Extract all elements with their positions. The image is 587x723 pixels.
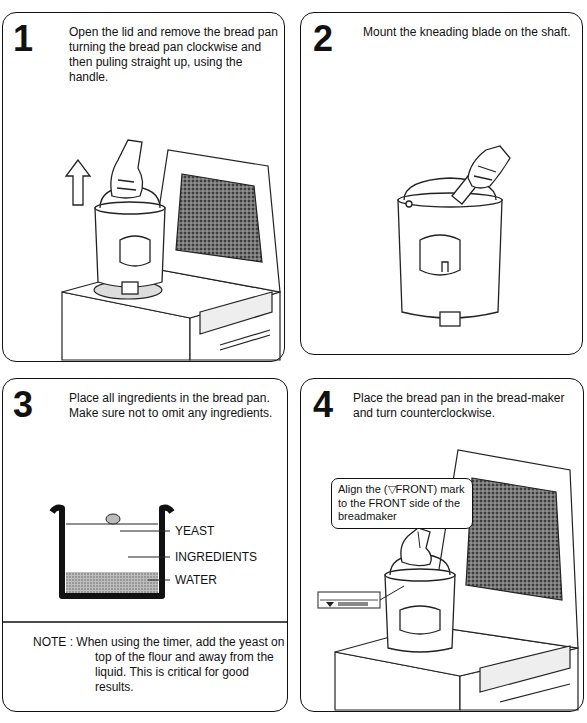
note-text: NOTE : When using the timer, add the yea… [33, 635, 285, 695]
instruction-text: Place all ingredients in the bread pan. … [69, 391, 279, 421]
step-number: 4 [313, 387, 333, 423]
instruction-text: Mount the kneading blade on the shaft. [363, 25, 575, 40]
callout-text: Align the (▽FRONT) mark to the FRONT sid… [338, 483, 466, 524]
part-label: YEAST [175, 524, 214, 538]
part-label: INGREDIENTS [175, 550, 257, 564]
bread-pan-figure [398, 146, 510, 326]
front-mark-inset [318, 586, 404, 608]
pan-cross-section [52, 508, 172, 597]
part-label: WATER [175, 573, 217, 587]
breadmaker-figure [335, 450, 578, 710]
step-panel: 3 Place all ingredients in the bread pan.… [2, 378, 288, 712]
bread-pan-figure [385, 528, 455, 652]
step-panel: 1 Open the lid and remove the bread pan t… [2, 12, 285, 362]
callout-box: Align the (▽FRONT) mark to the FRONT sid… [331, 478, 473, 529]
note-divider [2, 621, 288, 622]
step-number: 2 [313, 21, 333, 57]
step-number: 1 [13, 21, 33, 57]
step-panel: 2 Mount the kneading blade on the shaft. [300, 12, 583, 355]
step-number: 3 [13, 387, 33, 423]
instruction-text: Open the lid and remove the bread pan tu… [69, 25, 279, 85]
up-arrow [66, 160, 90, 205]
breadmaker-figure [62, 150, 280, 360]
bread-pan-figure [95, 140, 165, 294]
step-panel: 4 Place the bread pan in the bread-maker … [300, 378, 584, 712]
leader-line [418, 532, 420, 549]
instruction-text: Place the bread pan in the bread-maker a… [353, 391, 575, 421]
